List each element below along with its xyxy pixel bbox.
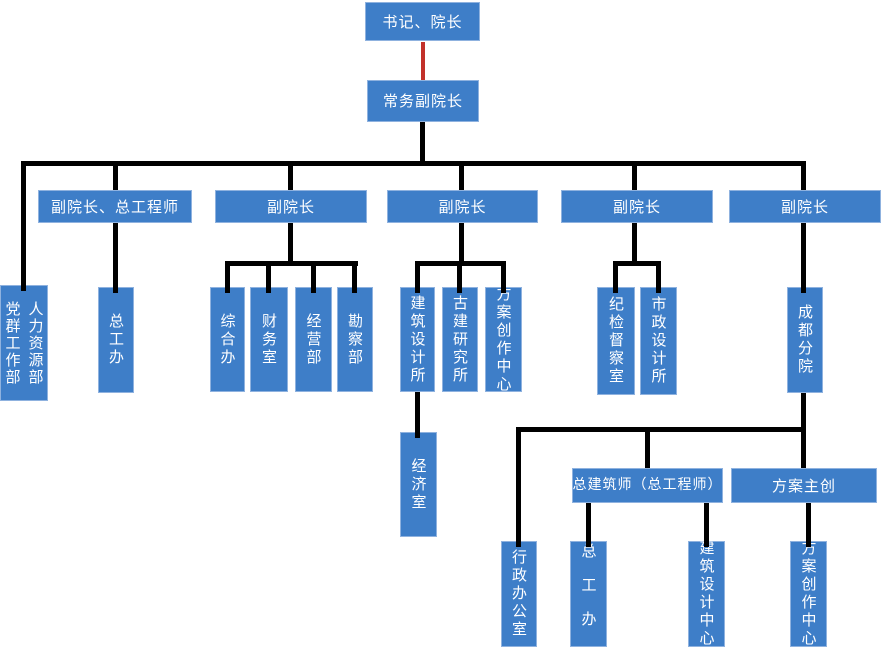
org-node-vp2[interactable]: 副院长 <box>387 190 538 223</box>
connector-vp1-down <box>288 223 293 263</box>
drop-finance <box>266 261 271 293</box>
connector-trunk-vp0 <box>113 163 118 190</box>
org-node-secretary-dean[interactable]: 书记、院长 <box>365 2 480 41</box>
org-node-chengdu-branch[interactable]: 成都分院 <box>787 287 823 393</box>
org-node-arch-design-center[interactable]: 建筑设计中心 <box>688 540 725 647</box>
org-node-business-dept[interactable]: 经营部 <box>295 287 332 392</box>
connector-trunk-vp2 <box>459 163 464 190</box>
connector-trunk-vp4 <box>801 161 806 190</box>
org-node-chief-eng-office-cd[interactable]: 总工办 <box>570 541 607 647</box>
drop-arch-inst <box>415 261 420 293</box>
org-node-vp4[interactable]: 副院长 <box>729 190 881 223</box>
org-node-economy-office[interactable]: 经济室 <box>400 432 437 537</box>
org-node-municipal-design-inst[interactable]: 市政设计所 <box>640 287 677 395</box>
connector-vp4-chengdu <box>801 223 806 293</box>
org-node-exec-vice-dean[interactable]: 常务副院长 <box>367 80 479 122</box>
org-node-chief-architect[interactable]: 总建筑师（总工程师） <box>572 468 723 503</box>
connector-vp0-office <box>113 223 118 293</box>
drop-business <box>311 261 316 293</box>
connector-vp2-down <box>459 223 464 263</box>
org-node-arch-design-inst[interactable]: 建筑设计所 <box>400 287 435 392</box>
org-node-scheme-center-cd[interactable]: 方案创作中心 <box>790 540 827 647</box>
org-node-chief-eng-office-hq[interactable]: 总工办 <box>98 287 134 393</box>
drop-arch-design-center <box>704 503 709 547</box>
drop-scheme-center-cd <box>806 503 811 547</box>
org-node-partymass-hr[interactable]: 党群工作部 人力资源部 <box>0 285 48 401</box>
connector-trunk-vp3 <box>632 163 637 190</box>
org-node-discipline-office[interactable]: 纪检督察室 <box>597 287 635 395</box>
trunk-line <box>21 161 806 166</box>
org-node-general-office[interactable]: 综合办 <box>210 287 245 392</box>
org-node-vp3[interactable]: 副院长 <box>561 190 713 223</box>
connector-vice-trunk <box>420 122 425 163</box>
drop-general-office <box>225 261 230 293</box>
branch-chengdu <box>516 427 806 432</box>
drop-ancient-inst <box>457 261 462 293</box>
branch-vp1 <box>225 261 358 266</box>
org-node-finance-office[interactable]: 财务室 <box>250 287 288 392</box>
drop-scheme-lead <box>801 427 806 468</box>
hr-dept-label: 人力资源部 <box>26 300 45 386</box>
org-node-vp1[interactable]: 副院长 <box>215 190 367 223</box>
connector-trunk-partymass <box>21 161 26 291</box>
org-node-survey-dept[interactable]: 勘察部 <box>337 287 373 392</box>
connector-vp3-down <box>632 223 637 263</box>
connector-trunk-vp1 <box>288 163 293 190</box>
org-node-scheme-center-hq[interactable]: 方案创作中心 <box>485 286 522 394</box>
connector-archinst-economy <box>415 392 420 438</box>
party-mass-label: 党群工作部 <box>3 300 22 386</box>
org-node-vp-chief-engineer[interactable]: 副院长、总工程师 <box>38 190 192 223</box>
branch-vp3 <box>613 261 661 266</box>
drop-chief-architect <box>645 427 650 468</box>
drop-municipal <box>656 261 661 293</box>
drop-admin-office <box>516 427 521 547</box>
org-node-admin-office[interactable]: 行政办公室 <box>501 541 537 647</box>
connector-root-vice <box>421 42 425 80</box>
org-node-ancient-arch-inst[interactable]: 古建研究所 <box>442 287 478 392</box>
drop-cd-chief-eng-office <box>586 503 591 547</box>
connector-chengdu-down <box>801 393 806 432</box>
org-node-scheme-lead[interactable]: 方案主创 <box>731 468 877 503</box>
drop-survey <box>352 261 357 293</box>
drop-discipline <box>613 261 618 293</box>
drop-scheme-hq <box>501 261 506 293</box>
